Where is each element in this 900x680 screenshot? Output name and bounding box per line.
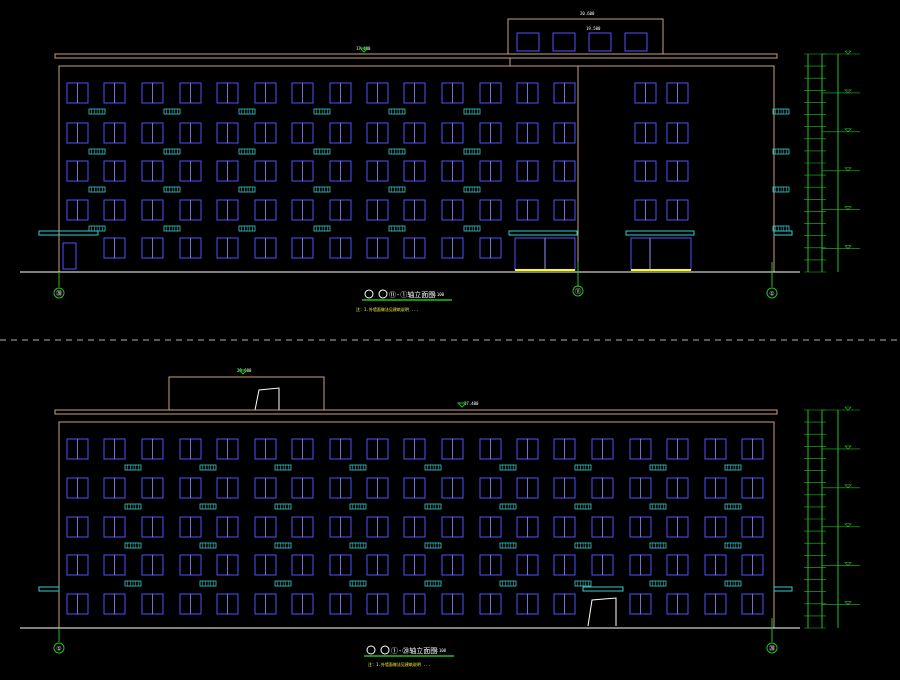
- bot-title: ①-⑳轴立面图: [391, 646, 437, 655]
- dim-level-mark: [844, 445, 852, 450]
- dim-level-mark: [844, 406, 852, 411]
- top-note: 注：1.外墙面做法见建筑说明 ...: [356, 306, 418, 312]
- dim-level-mark: [844, 245, 852, 250]
- top-axis-bubble-right: [766, 287, 778, 299]
- bot-entry-door: [587, 597, 617, 627]
- dim-level-mark: [844, 128, 852, 133]
- bot-balcony-grid: [124, 464, 742, 587]
- top-stair-window: [516, 32, 540, 52]
- dim-level-mark: [844, 206, 852, 211]
- top-title-block: ⑪-①轴立面图 1:100 注：1.外墙面做法见建筑说明 ...: [356, 289, 452, 312]
- top-building-body-left: [58, 65, 579, 273]
- bot-canopy-left: [38, 586, 60, 592]
- top-axis-label-right: ①: [769, 291, 774, 298]
- bot-level-top-mark: [237, 369, 249, 375]
- bot-dimension-column: [804, 406, 860, 629]
- bot-level-roof: 17.400: [464, 401, 479, 406]
- dim-level-mark: [844, 50, 852, 55]
- dim-level-mark: [844, 523, 852, 528]
- dim-level-mark: [844, 601, 852, 606]
- top-building-body-right: [577, 65, 775, 273]
- top-axis-bubble-left: [53, 287, 65, 299]
- bot-axis-bubble-right: [766, 642, 778, 654]
- elevation-top: ⑳ ⑪ ① 17.400 20.600 19.500 ⑪-①轴立面图 1:100…: [20, 11, 860, 312]
- top-title: ⑪-①轴立面图: [389, 290, 435, 299]
- top-axis-label-mid: ⑪: [575, 288, 581, 296]
- dim-level-mark: [844, 167, 852, 172]
- bot-axis-label-right: ⑳: [769, 645, 775, 653]
- bot-note: 注：1.外墙面做法见建筑说明 ...: [368, 661, 430, 667]
- bot-stair-door: [254, 387, 280, 411]
- top-stair-window: [624, 32, 648, 52]
- top-dimension-column: [804, 50, 860, 273]
- bot-roof-slab: [54, 409, 778, 415]
- top-level-top: 20.600: [580, 11, 595, 16]
- dim-level-mark: [844, 562, 852, 567]
- top-level-roof-mark: [358, 47, 370, 53]
- elevation-bottom: ① ⑳ 17.400 20.600 ①-⑳轴立面图 1:100 注：1.外墙面做…: [20, 368, 860, 667]
- top-door-left: [62, 242, 77, 270]
- top-balcony-grid: [88, 108, 790, 232]
- top-level-stair: 19.500: [586, 26, 601, 31]
- bot-level-roof-mark: [456, 402, 468, 408]
- bot-axis-bubble-left: [53, 642, 65, 654]
- top-stair-window: [552, 32, 576, 52]
- bot-axis-label-left: ①: [56, 646, 61, 653]
- dim-level-mark: [844, 484, 852, 489]
- top-door-right: [630, 237, 692, 271]
- bot-title-block: ①-⑳轴立面图 1:100 注：1.外墙面做法见建筑说明 ...: [364, 645, 454, 667]
- top-window-grid: [66, 82, 689, 259]
- top-axis-bubble-mid: [572, 285, 584, 297]
- bot-stair-tower: [168, 376, 325, 411]
- top-roof-slab: [54, 53, 778, 59]
- bot-canopy-right: [773, 586, 793, 592]
- top-stair-tower: [507, 18, 664, 55]
- top-stair-window: [588, 32, 612, 52]
- top-canopy-edge: [773, 230, 793, 236]
- top-scale: 1:100: [432, 292, 445, 297]
- dim-level-mark: [844, 89, 852, 94]
- bot-scale: 1:100: [434, 648, 447, 653]
- top-canopy-mid: [508, 230, 578, 236]
- top-canopy-right: [625, 230, 695, 236]
- top-axis-label-left: ⑳: [56, 290, 62, 298]
- top-canopy-left: [38, 230, 99, 236]
- bot-canopy-door: [582, 586, 624, 592]
- bot-window-grid: [66, 438, 764, 615]
